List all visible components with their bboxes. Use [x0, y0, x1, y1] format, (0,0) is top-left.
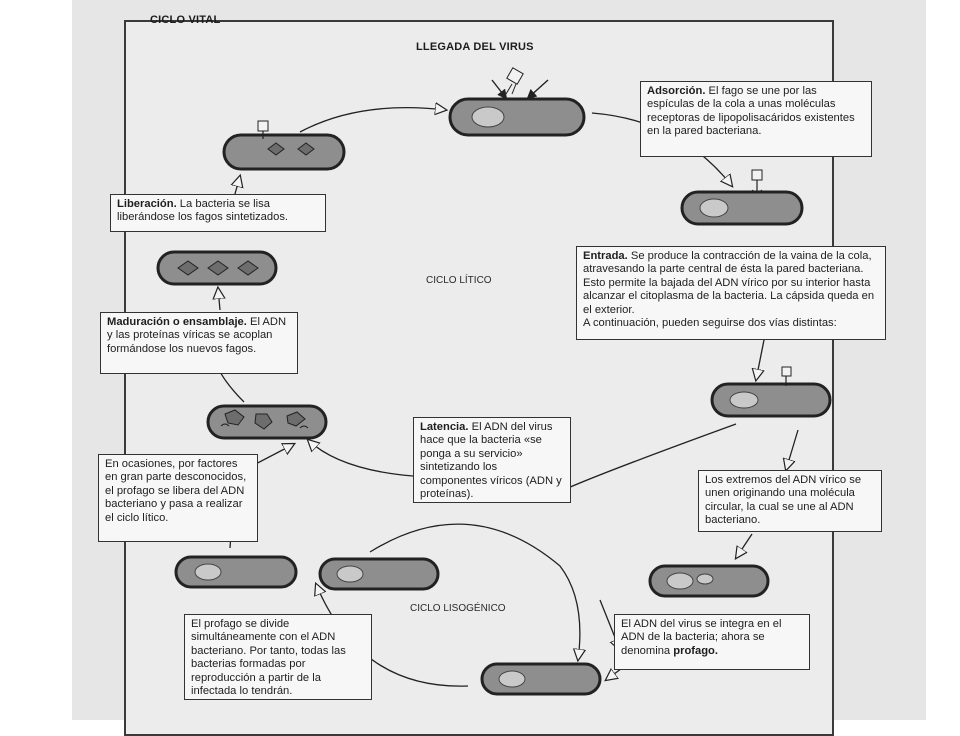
right-margin: [926, 0, 960, 720]
diagram-title: CICLO VITAL: [150, 14, 221, 26]
maturation-text: El ADN y las proteínas víricas se acopla…: [107, 316, 287, 355]
prophage-term: profago.: [673, 644, 718, 657]
circular-dna-box: Los extremos del ADN vírico se unen orig…: [698, 470, 882, 532]
bacterium-circular-dna: [648, 564, 770, 598]
bacterium-prophage: [480, 662, 602, 696]
prophage-box: El ADN del virus se integra en el ADN de…: [614, 614, 810, 670]
lytic-cycle-label: CICLO LÍTICO: [426, 275, 492, 286]
entry-continuation: A continuación, pueden seguirse dos vías…: [583, 317, 837, 330]
release-heading: Liberación.: [117, 198, 177, 210]
arrival-label: LLEGADA DEL VIRUS: [416, 41, 534, 53]
adsorption-box: Adsorción. El fago se une por las espícu…: [640, 81, 872, 157]
adsorption-text: El fago se une por las espículas de la c…: [647, 85, 855, 138]
entry-text: Se produce la contracción de la vaina de…: [583, 250, 875, 316]
maturation-heading: Maduración o ensamblaje.: [107, 316, 247, 328]
circular-dna-text: Los extremos del ADN vírico se unen orig…: [705, 474, 862, 527]
division-text: El profago se divide simultáneamente con…: [191, 618, 346, 698]
bacterium-entry: [710, 366, 832, 418]
adsorption-heading: Adsorción.: [647, 85, 706, 97]
bacterium-division-right: [318, 557, 440, 591]
bacterium-maturation: [156, 250, 278, 286]
bacterium-arrival: [448, 67, 586, 137]
bacterium-adsorption: [680, 169, 804, 226]
latency-heading: Latencia.: [420, 421, 469, 433]
lysogenic-cycle-label: CICLO LISOGÉNICO: [410, 603, 506, 614]
bacterium-release: [222, 120, 346, 171]
maturation-box: Maduración o ensamblaje. El ADN y las pr…: [100, 312, 298, 374]
latency-box: Latencia. El ADN del virus hace que la b…: [413, 417, 571, 503]
entry-box: Entrada. Se produce la contracción de la…: [576, 246, 886, 340]
release-box: Liberación. La bacteria se lisa liberánd…: [110, 194, 326, 232]
release-text: La bacteria se lisa liberándose los fago…: [117, 198, 289, 224]
prophage-text: El ADN del virus se integra en el ADN de…: [621, 618, 782, 657]
bacterium-latency: [206, 404, 328, 440]
latency-text: El ADN del virus hace que la bacteria «s…: [420, 421, 562, 501]
left-margin: [0, 0, 72, 720]
occasion-text: En ocasiones, por factores en gran parte…: [105, 458, 247, 524]
bacterium-division-left: [174, 555, 298, 589]
occasion-box: En ocasiones, por factores en gran parte…: [98, 454, 258, 542]
division-box: El profago se divide simultáneamente con…: [184, 614, 372, 700]
entry-heading: Entrada.: [583, 250, 628, 262]
